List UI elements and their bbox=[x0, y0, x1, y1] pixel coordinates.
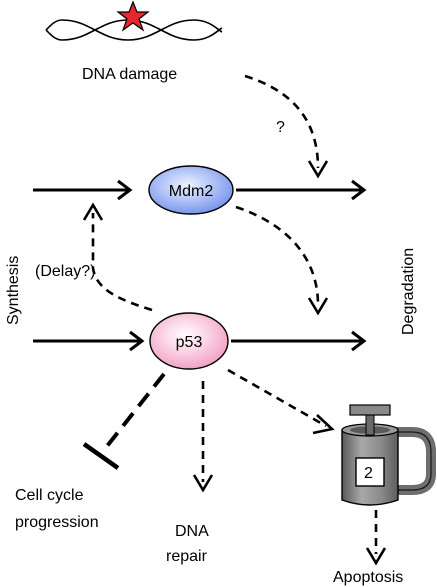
cell-cycle-label-line2: progression bbox=[15, 514, 99, 531]
scale-weight-label: 2 bbox=[364, 465, 373, 482]
damage-arrowhead bbox=[307, 160, 329, 179]
dna-damage-label: DNA damage bbox=[82, 66, 177, 83]
mdm2-promotes-p53-degradation-arrow bbox=[235, 205, 320, 306]
dna-strand-icon bbox=[45, 19, 223, 41]
p53-mdm2-arrowhead bbox=[82, 202, 104, 221]
mdm2-label: Mdm2 bbox=[169, 183, 214, 200]
damage-to-degradation-dashed-arrow bbox=[244, 74, 320, 169]
dna-repair-arrowhead bbox=[192, 474, 214, 493]
threshold-arrowhead bbox=[312, 414, 335, 435]
cell-cycle-inhibition-bar bbox=[82, 442, 120, 470]
degradation-label: Degradation bbox=[400, 248, 417, 335]
mdm2-synthesis-arrowhead bbox=[117, 179, 133, 201]
p53-to-threshold-dashed-arrow bbox=[227, 368, 327, 428]
mdm2-p53-arrowhead bbox=[307, 297, 329, 316]
question-label: ? bbox=[276, 119, 285, 136]
apoptosis-arrowhead bbox=[365, 547, 387, 566]
cell-cycle-inhibition-line bbox=[102, 372, 166, 452]
p53-induces-mdm2-arrow bbox=[91, 213, 153, 312]
p53-synthesis-arrowhead bbox=[129, 330, 145, 352]
mdm2-degradation-arrowhead bbox=[351, 179, 367, 201]
threshold-scale-icon: 2 bbox=[341, 404, 436, 506]
p53-degradation-arrowhead bbox=[351, 330, 367, 352]
damage-star-icon bbox=[116, 0, 150, 32]
synthesis-label: Synthesis bbox=[5, 256, 22, 325]
dna-repair-label-line1: DNA bbox=[175, 523, 209, 540]
apoptosis-label: Apoptosis bbox=[333, 569, 403, 586]
mdm2-node bbox=[148, 165, 234, 215]
p53-label: p53 bbox=[176, 334, 203, 351]
dna-repair-label-line2: repair bbox=[166, 548, 208, 565]
p53-node bbox=[149, 312, 229, 370]
delay-label: (Delay?) bbox=[35, 263, 95, 280]
cell-cycle-label-line1: Cell cycle bbox=[15, 487, 84, 504]
